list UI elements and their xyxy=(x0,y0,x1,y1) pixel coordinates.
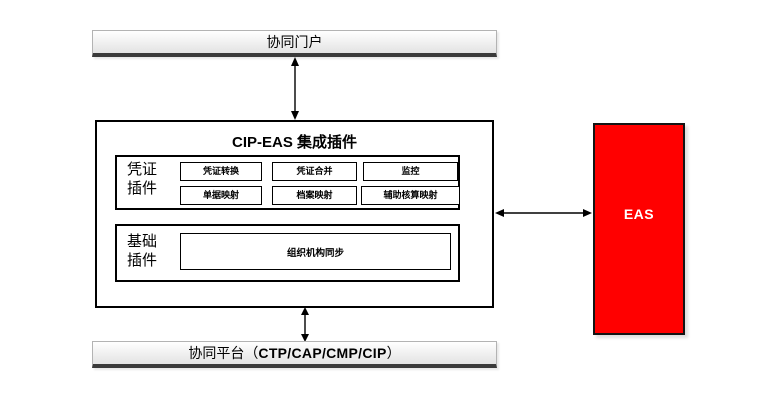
eas-box: EAS xyxy=(593,123,685,335)
plugin-item-aux-accounting-mapping: 辅助核算映射 xyxy=(361,186,460,205)
plugin-item-voucher-convert: 凭证转换 xyxy=(180,162,262,181)
voucher-plugin-section: 凭证插件 凭证转换 凭证合并 监控 单据映射 档案映射 辅助核算映射 xyxy=(115,155,460,210)
portal-bar-label: 协同门户 xyxy=(266,34,323,50)
plugin-box-title: CIP-EAS 集成插件 xyxy=(231,134,357,151)
plugin-item-archive-mapping: 档案映射 xyxy=(272,186,357,205)
platform-bar-label: 协同平台（CTP/CAP/CMP/CIP） xyxy=(188,345,401,361)
voucher-section-label: 凭证插件 xyxy=(127,161,158,197)
base-section-label: 基础插件 xyxy=(127,233,158,269)
base-plugin-section: 基础插件 组织机构同步 xyxy=(115,224,460,282)
plugin-box: CIP-EAS 集成插件 凭证插件 凭证转换 凭证合并 监控 单据映射 档案映射… xyxy=(95,120,494,308)
platform-bar: 协同平台（CTP/CAP/CMP/CIP） xyxy=(92,341,497,368)
plugin-item-monitor: 监控 xyxy=(363,162,458,181)
plugin-eas-arrow-icon xyxy=(495,209,592,217)
plugin-item-org-sync: 组织机构同步 xyxy=(180,233,451,270)
portal-plugin-arrow-icon xyxy=(291,57,299,120)
plugin-platform-arrow-icon xyxy=(301,307,309,342)
plugin-item-voucher-merge: 凭证合并 xyxy=(272,162,357,181)
eas-box-label: EAS xyxy=(623,206,655,222)
plugin-item-document-mapping: 单据映射 xyxy=(180,186,262,205)
portal-bar: 协同门户 xyxy=(92,30,497,57)
